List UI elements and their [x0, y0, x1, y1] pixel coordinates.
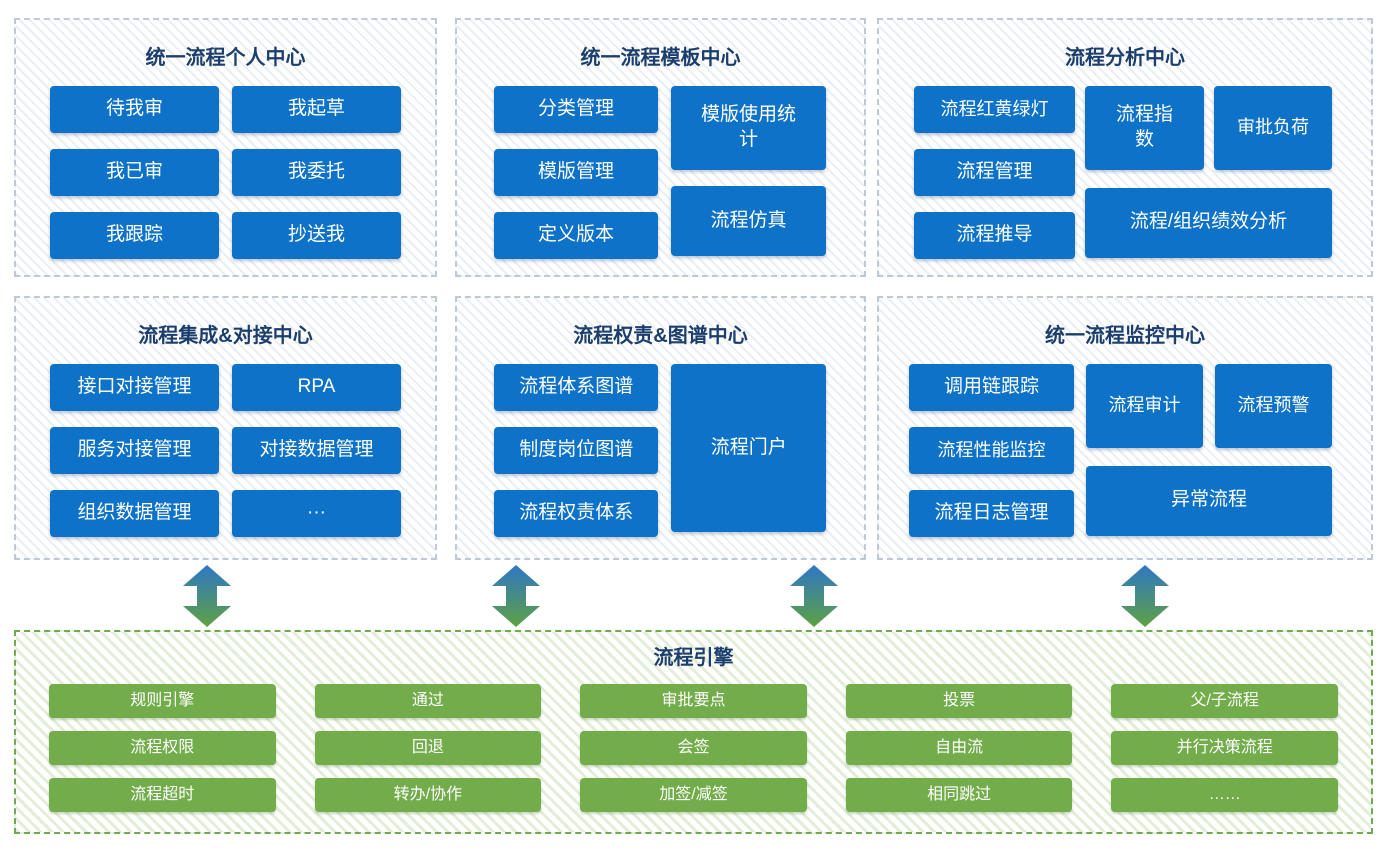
- engine-more-button[interactable]: ……: [1111, 778, 1338, 812]
- panel-analysis-center: 流程分析中心 流程红黄绿灯 流程管理 流程推导 流程指数 审批负荷 流程/组织绩…: [877, 18, 1373, 277]
- feature-button[interactable]: 流程指数: [1085, 86, 1204, 170]
- engine-body: 规则引擎 通过 审批要点 投票 父/子流程 流程权限 回退 会签 自由流 并行决…: [16, 670, 1371, 812]
- panel-title: 统一流程模板中心: [580, 47, 741, 69]
- panel-body: 流程体系图谱 制度岗位图谱 流程权责体系 流程门户: [457, 348, 864, 537]
- feature-button[interactable]: 流程门户: [671, 364, 826, 532]
- panel-body: 分类管理 模版管理 定义版本 模版使用统计 流程仿真: [457, 70, 864, 259]
- feature-button[interactable]: 制度岗位图谱: [494, 427, 659, 474]
- panel-title: 流程集成&对接中心: [138, 325, 313, 347]
- panel-integration-center: 流程集成&对接中心 接口对接管理 RPA 服务对接管理 对接数据管理 组织数据管…: [14, 296, 437, 560]
- engine-button[interactable]: 并行决策流程: [1111, 731, 1338, 765]
- engine-button[interactable]: 会签: [580, 731, 807, 765]
- feature-button[interactable]: 流程红黄绿灯: [914, 86, 1075, 133]
- bidirectional-arrow-icon: [183, 565, 231, 627]
- feature-button[interactable]: 对接数据管理: [232, 427, 401, 474]
- panel-title: 流程分析中心: [1065, 47, 1185, 69]
- engine-button[interactable]: 相同跳过: [845, 778, 1073, 812]
- panel-monitor-center: 统一流程监控中心 调用链跟踪 流程性能监控 流程日志管理 流程审计 流程预警 异…: [877, 296, 1373, 560]
- engine-button[interactable]: 父/子流程: [1111, 684, 1338, 718]
- feature-button[interactable]: 流程管理: [914, 149, 1075, 196]
- feature-button[interactable]: 流程推导: [914, 212, 1075, 259]
- feature-button[interactable]: 我委托: [232, 149, 401, 196]
- bidirectional-arrow-icon: [492, 565, 540, 627]
- feature-button-label: 模版使用统计: [700, 104, 796, 150]
- engine-button[interactable]: 投票: [845, 684, 1073, 718]
- engine-button[interactable]: 加签/减签: [580, 778, 807, 812]
- feature-button[interactable]: 定义版本: [494, 212, 658, 259]
- panel-body: 接口对接管理 RPA 服务对接管理 对接数据管理 组织数据管理 ···: [16, 348, 435, 537]
- panel-body: 调用链跟踪 流程性能监控 流程日志管理 流程审计 流程预警 异常流程: [879, 348, 1371, 537]
- bidirectional-arrow-icon: [790, 565, 838, 627]
- feature-button[interactable]: 审批负荷: [1214, 86, 1332, 170]
- feature-button[interactable]: 异常流程: [1086, 465, 1332, 536]
- engine-button[interactable]: 规则引擎: [49, 684, 276, 718]
- feature-button[interactable]: 调用链跟踪: [909, 364, 1074, 411]
- engine-button[interactable]: 流程超时: [49, 778, 276, 812]
- feature-button[interactable]: 我跟踪: [50, 212, 219, 259]
- feature-button[interactable]: 流程日志管理: [909, 490, 1074, 537]
- feature-button[interactable]: 我起草: [232, 86, 401, 133]
- panel-title: 统一流程监控中心: [1045, 325, 1205, 347]
- feature-button[interactable]: 流程性能监控: [909, 427, 1074, 474]
- panel-body: 流程红黄绿灯 流程管理 流程推导 流程指数 审批负荷 流程/组织绩效分析: [879, 70, 1371, 259]
- engine-title: 流程引擎: [653, 647, 734, 669]
- bidirectional-arrow-icon: [1121, 565, 1169, 627]
- panel-title: 统一流程个人中心: [145, 47, 306, 69]
- feature-button[interactable]: RPA: [232, 364, 401, 411]
- feature-button-label: 流程指数: [1115, 104, 1173, 150]
- panel-responsibility-center: 流程权责&图谱中心 流程体系图谱 制度岗位图谱 流程权责体系 流程门户: [455, 296, 866, 560]
- engine-button[interactable]: 回退: [314, 731, 542, 765]
- more-button[interactable]: ···: [232, 490, 401, 537]
- feature-button[interactable]: 流程审计: [1086, 364, 1203, 448]
- feature-button[interactable]: 服务对接管理: [50, 427, 219, 474]
- feature-button[interactable]: 流程预警: [1215, 364, 1332, 448]
- panel-process-engine: 流程引擎 规则引擎 通过 审批要点 投票 父/子流程 流程权限 回退 会签 自由…: [14, 630, 1373, 834]
- engine-button[interactable]: 转办/协作: [314, 778, 542, 812]
- feature-button[interactable]: 我已审: [50, 149, 219, 196]
- engine-button[interactable]: 通过: [314, 684, 542, 718]
- engine-button[interactable]: 流程权限: [49, 731, 276, 765]
- feature-button[interactable]: 流程仿真: [670, 186, 826, 256]
- feature-button[interactable]: 组织数据管理: [50, 490, 219, 537]
- feature-button[interactable]: 流程/组织绩效分析: [1085, 187, 1332, 258]
- feature-button[interactable]: 流程体系图谱: [494, 364, 659, 411]
- engine-button[interactable]: 自由流: [845, 731, 1073, 765]
- panel-template-center: 统一流程模板中心 分类管理 模版管理 定义版本 模版使用统计 流程仿真: [455, 18, 866, 277]
- feature-button[interactable]: 接口对接管理: [50, 364, 219, 411]
- panel-personal-center: 统一流程个人中心 待我审 我起草 我已审 我委托 我跟踪 抄送我: [14, 18, 437, 277]
- feature-button[interactable]: 分类管理: [494, 86, 658, 133]
- feature-button[interactable]: 模版管理: [494, 149, 658, 196]
- feature-button[interactable]: 模版使用统计: [670, 86, 826, 170]
- panel-body: 待我审 我起草 我已审 我委托 我跟踪 抄送我: [16, 70, 435, 259]
- feature-button[interactable]: 待我审: [50, 86, 219, 133]
- engine-button[interactable]: 审批要点: [580, 684, 807, 718]
- feature-button[interactable]: 流程权责体系: [494, 490, 659, 537]
- panel-title: 流程权责&图谱中心: [573, 325, 748, 347]
- feature-button[interactable]: 抄送我: [232, 212, 401, 259]
